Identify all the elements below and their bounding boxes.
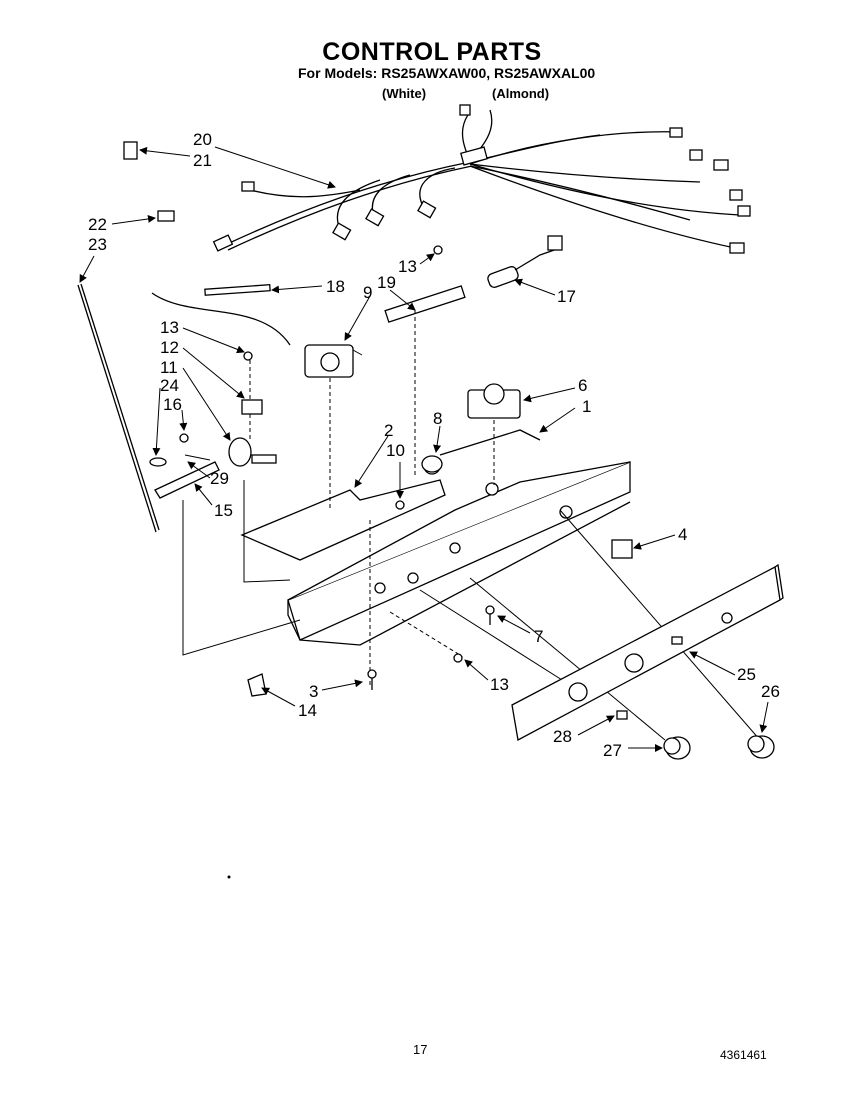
variant-white: (White) bbox=[382, 86, 427, 101]
control-panel-25 bbox=[511, 563, 784, 741]
callout-29: 29 bbox=[210, 469, 229, 488]
bracket-12 bbox=[241, 399, 263, 415]
page-title: CONTROL PARTS bbox=[322, 38, 542, 66]
control-rod-23 bbox=[77, 284, 157, 533]
switch-4 bbox=[611, 539, 633, 559]
models-line: For Models: RS25AWXAW00, RS25AWXAL00 bbox=[298, 65, 596, 81]
callout-9: 9 bbox=[363, 283, 372, 302]
knob-8 bbox=[421, 455, 443, 473]
callout-16: 16 bbox=[163, 395, 182, 414]
callout-13-upper: 13 bbox=[398, 257, 417, 276]
callout-labels: 20 21 22 23 18 19 9 13 17 13 12 11 24 16… bbox=[88, 130, 780, 760]
clip-21 bbox=[123, 141, 138, 160]
callout-11: 11 bbox=[160, 358, 178, 377]
screw-13-lower bbox=[453, 653, 463, 663]
callout-26: 26 bbox=[761, 682, 780, 701]
callout-7: 7 bbox=[534, 627, 543, 646]
callout-20: 20 bbox=[193, 130, 212, 149]
leader-lines bbox=[79, 146, 769, 752]
callout-19: 19 bbox=[377, 273, 396, 292]
screw-13-upper bbox=[433, 245, 443, 255]
mounting-plate-2 bbox=[240, 479, 446, 561]
callout-14: 14 bbox=[298, 701, 317, 720]
capacitor-17 bbox=[487, 235, 563, 288]
callout-2: 2 bbox=[384, 421, 393, 440]
knob-26 bbox=[747, 735, 775, 759]
callout-10: 10 bbox=[386, 441, 405, 460]
callout-6: 6 bbox=[578, 376, 587, 395]
screw-16 bbox=[179, 433, 189, 443]
callout-28: 28 bbox=[553, 727, 572, 746]
variant-almond: (Almond) bbox=[492, 86, 550, 101]
callout-1: 1 bbox=[582, 397, 591, 416]
page-number: 17 bbox=[413, 1042, 428, 1057]
callout-24: 24 bbox=[160, 376, 179, 395]
knob-27 bbox=[663, 736, 691, 760]
cold-control-9 bbox=[304, 344, 363, 378]
screw-13 bbox=[243, 351, 253, 361]
callout-13-left: 13 bbox=[160, 318, 179, 337]
document-number: 4361461 bbox=[720, 1048, 767, 1062]
link-29 bbox=[184, 454, 211, 461]
clip-14 bbox=[247, 673, 267, 697]
switch-11 bbox=[228, 437, 277, 467]
callout-25: 25 bbox=[737, 665, 756, 684]
callout-12: 12 bbox=[160, 338, 179, 357]
screw-10 bbox=[395, 500, 405, 510]
tube-sleeve-18 bbox=[204, 284, 271, 296]
callout-3: 3 bbox=[309, 682, 318, 701]
callout-17: 17 bbox=[557, 287, 576, 306]
callout-8: 8 bbox=[433, 409, 442, 428]
clip-22 bbox=[157, 210, 175, 222]
wiring-harness bbox=[212, 104, 751, 254]
callout-15: 15 bbox=[214, 501, 233, 520]
callout-23: 23 bbox=[88, 235, 107, 254]
insert-28 bbox=[616, 710, 628, 720]
callout-22: 22 bbox=[88, 215, 107, 234]
callout-13-lower: 13 bbox=[490, 675, 509, 694]
callout-21: 21 bbox=[193, 151, 212, 170]
lever-15 bbox=[154, 461, 220, 499]
washer-24 bbox=[149, 457, 167, 467]
stray-dot bbox=[227, 875, 231, 879]
callout-27: 27 bbox=[603, 741, 622, 760]
capillary-tube-18 bbox=[151, 292, 291, 346]
callout-4: 4 bbox=[678, 525, 687, 544]
sensor-bracket-19 bbox=[384, 285, 466, 323]
callout-18: 18 bbox=[326, 277, 345, 296]
defrost-timer-6 bbox=[467, 383, 521, 419]
